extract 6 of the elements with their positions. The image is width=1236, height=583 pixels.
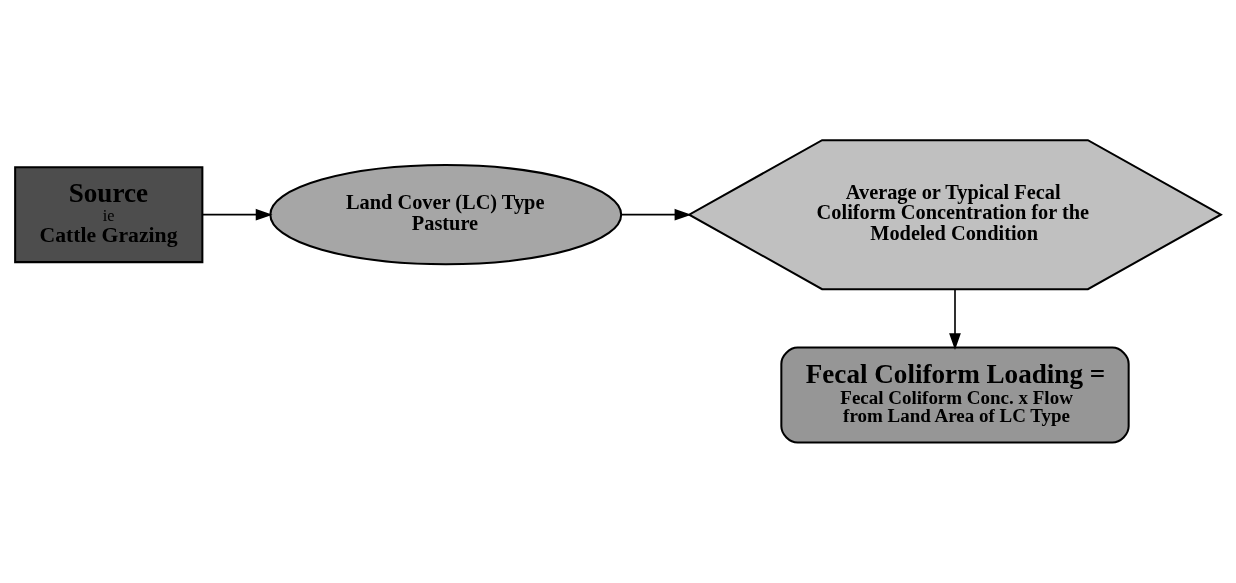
arrow bbox=[201, 208, 273, 221]
arrow bbox=[620, 208, 692, 221]
node-box: Source ie Cattle Grazing bbox=[14, 166, 204, 264]
arrow bbox=[949, 288, 961, 350]
node-box: Fecal Coliform Loading = Fecal Coliform Conc. x Flow from Land Area of LC Type bbox=[780, 346, 1130, 444]
node-ellipse: Land Cover (LC) Type Pasture bbox=[269, 164, 623, 266]
